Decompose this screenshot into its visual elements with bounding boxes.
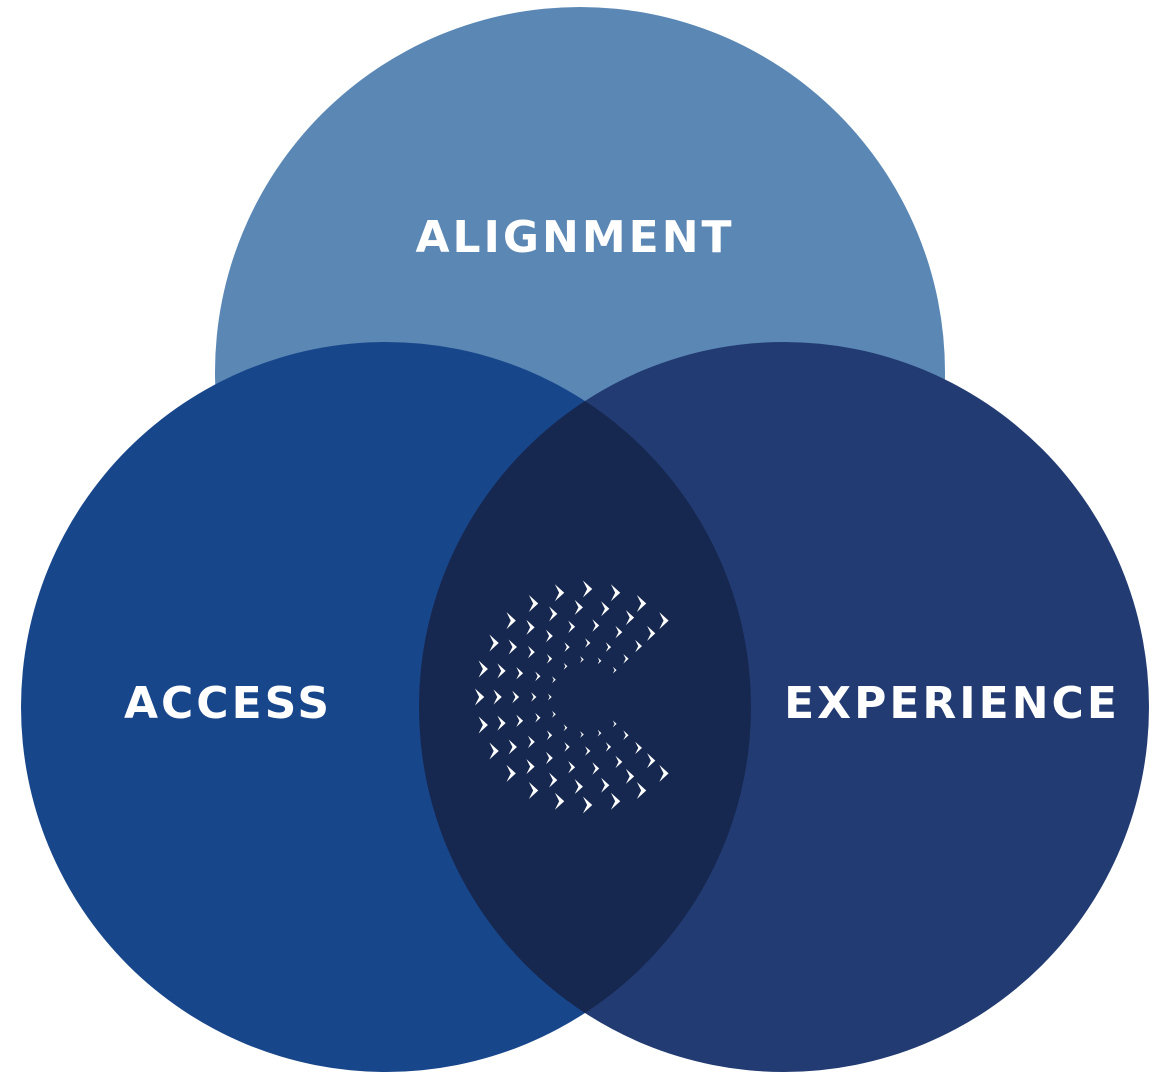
logo-chevron-mark	[564, 642, 570, 652]
logo-chevron-mark	[601, 601, 610, 617]
intersection-lens	[419, 342, 751, 1072]
logo-chevron-mark	[568, 620, 576, 633]
logo-chevron-mark	[605, 742, 612, 752]
logo-chevron-mark	[554, 584, 565, 602]
logo-chevron-mark	[563, 662, 568, 670]
logo-chevron-mark	[623, 730, 629, 740]
logo-chevron-mark	[582, 580, 593, 598]
logo-chevron-mark	[574, 599, 583, 615]
logo-chevron-mark	[636, 782, 647, 799]
logo-chevron-mark	[647, 625, 656, 641]
logo-chevron-mark	[610, 584, 621, 602]
logo-chevron-mark	[506, 612, 516, 630]
logo-chevron-mark	[549, 772, 558, 788]
logo-chevron-mark	[526, 619, 535, 635]
logo-chevron-mark	[535, 712, 541, 723]
logo-chevron-mark	[545, 751, 553, 765]
logo-chevron-mark	[546, 654, 553, 664]
logo-chevron-mark	[528, 595, 539, 612]
logo-chevron-mark	[527, 645, 535, 659]
logo-chevron-mark	[636, 595, 647, 612]
logo-chevron-mark	[625, 610, 635, 626]
logo-chevron-mark	[527, 735, 535, 749]
logo-chevron-mark	[592, 619, 600, 632]
chevron-c-logo-icon	[474, 580, 669, 814]
logo-chevron-mark	[493, 689, 502, 705]
logo-chevron-mark	[635, 639, 642, 653]
logo-chevron-mark	[563, 724, 568, 732]
logo-chevron-mark	[601, 777, 610, 793]
logo-chevron-mark	[585, 746, 591, 756]
logo-chevron-mark	[547, 693, 552, 701]
logo-chevron-mark	[574, 779, 583, 795]
logo-chevron-mark	[489, 634, 499, 652]
logo-chevron-mark	[582, 796, 593, 814]
logo-chevron-mark	[545, 629, 553, 643]
logo-chevron-mark	[564, 742, 570, 752]
logo-chevron-mark	[615, 625, 623, 639]
logo-chevron-mark	[478, 716, 488, 734]
logo-chevron-mark	[497, 663, 506, 679]
logo-chevron-mark	[554, 792, 565, 810]
logo-chevron-mark	[531, 692, 537, 702]
logo-chevron-mark	[605, 642, 612, 652]
logo-chevron-mark	[647, 753, 656, 769]
logo-chevron-mark	[625, 768, 635, 784]
logo-chevron-mark	[597, 729, 602, 737]
logo-chevron-mark	[489, 742, 499, 760]
logo-chevron-mark	[635, 741, 642, 755]
logo-chevron-mark	[549, 606, 558, 622]
logo-chevron-mark	[552, 710, 556, 718]
logo-chevron-mark	[516, 667, 524, 680]
logo-chevron-mark	[516, 714, 524, 727]
logo-chevron-mark	[512, 690, 520, 704]
logo-chevron-mark	[568, 761, 576, 774]
logo-chevron-mark	[659, 764, 669, 782]
logo-chevron-mark	[528, 782, 539, 799]
logo-chevron-mark	[592, 762, 600, 775]
logo-chevron-mark	[474, 688, 485, 706]
logo-chevron-mark	[478, 660, 488, 678]
logo-chevron-mark	[508, 639, 517, 655]
logo-chevron-mark	[610, 792, 621, 810]
experience-label: EXPERIENCE	[784, 678, 1120, 729]
logo-chevron-mark	[585, 638, 591, 648]
logo-chevron-mark	[580, 656, 584, 663]
logo-chevron-mark	[580, 731, 584, 738]
logo-chevron-mark	[612, 666, 617, 674]
logo-chevron-mark	[612, 720, 617, 728]
logo-chevron-mark	[546, 730, 553, 740]
logo-chevron-mark	[659, 612, 669, 630]
logo-chevron-mark	[597, 657, 602, 665]
logo-chevron-mark	[535, 671, 541, 682]
logo-chevron-mark	[615, 755, 623, 769]
logo-chevron-mark	[506, 764, 516, 782]
alignment-label: ALIGNMENT	[415, 212, 734, 263]
access-label: ACCESS	[124, 678, 332, 729]
logo-chevron-mark	[526, 759, 535, 775]
logo-chevron-mark	[508, 739, 517, 755]
logo-chevron-mark	[552, 676, 556, 684]
logo-chevron-mark	[623, 654, 629, 664]
logo-chevron-mark	[497, 715, 506, 731]
